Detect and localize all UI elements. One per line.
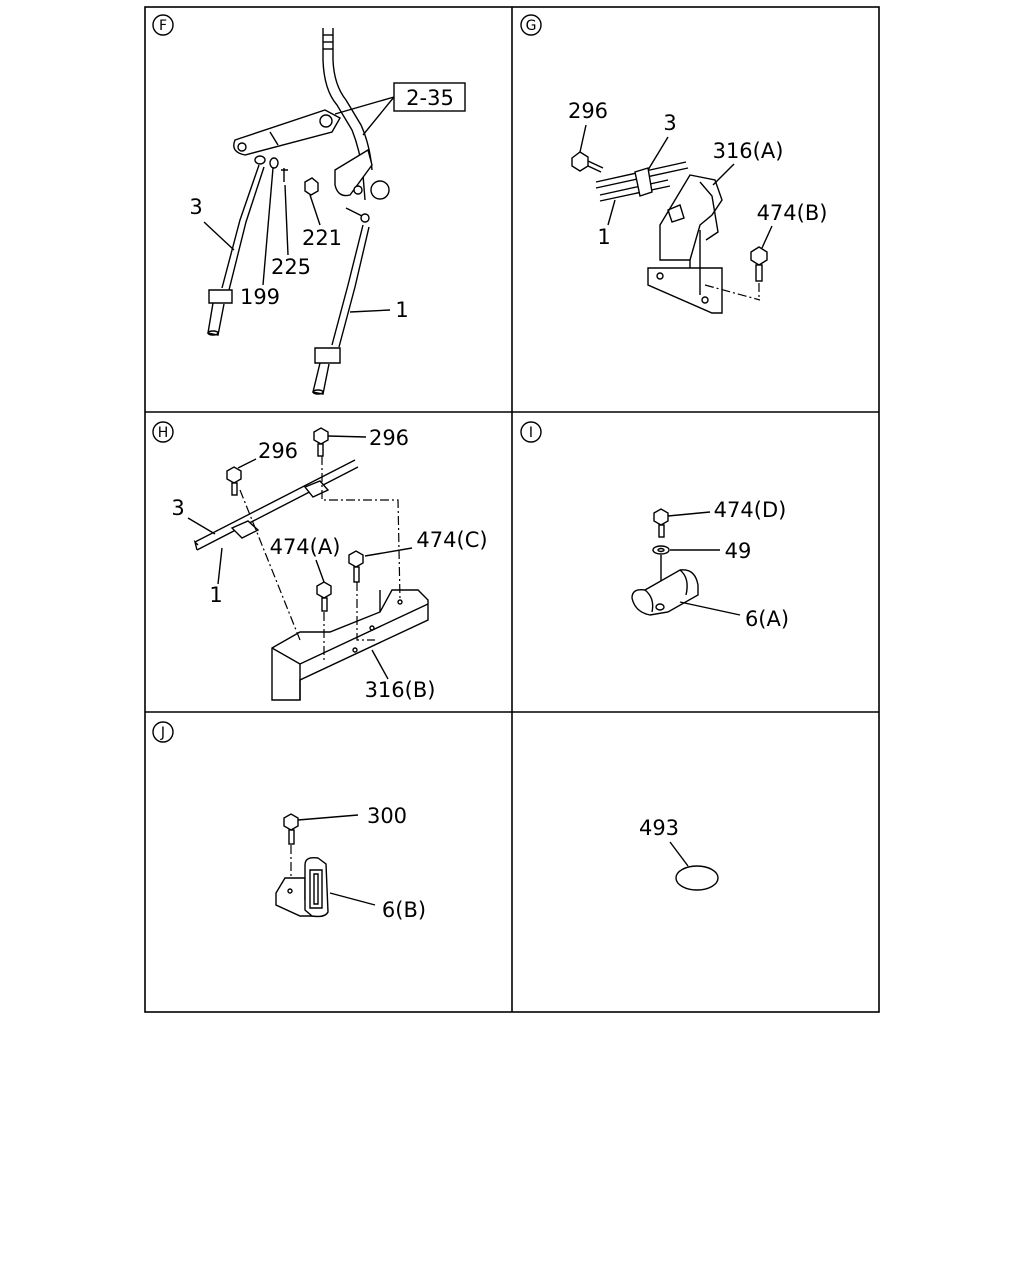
cable-support-drawing [193, 427, 429, 701]
callout-316-a: 316(A) [713, 139, 784, 163]
callout-1: 1 [597, 225, 610, 249]
callout-300: 300 [367, 804, 407, 828]
callout-296: 296 [568, 99, 608, 123]
panel-f: F [152, 14, 466, 395]
panel-f-letter: F [159, 18, 167, 34]
callout-49: 49 [725, 539, 752, 563]
callout-474-a: 474(A) [270, 535, 341, 559]
callout-296-left: 296 [258, 439, 298, 463]
callout-3: 3 [663, 111, 676, 135]
callout-2-35: 2-35 [406, 86, 454, 110]
callout-474-d: 474(D) [714, 498, 787, 522]
panel-i: I 474(D) 49 6(A) [520, 421, 789, 631]
callout-3: 3 [171, 496, 184, 520]
panel-j: J 300 6(B) [152, 721, 426, 922]
shift-lever-drawing [207, 28, 390, 395]
clip-drawing [631, 508, 699, 616]
callout-1: 1 [395, 298, 408, 322]
callout-1: 1 [209, 583, 222, 607]
panel-h-letter: H [158, 425, 169, 441]
panel-i-letter: I [529, 425, 533, 441]
callout-6-a: 6(A) [745, 607, 789, 631]
panel-h: H [152, 421, 488, 702]
panel-g: G 296 3 31 [520, 14, 828, 314]
callout-493: 493 [639, 816, 679, 840]
callout-296-right: 296 [369, 426, 409, 450]
callout-221: 221 [302, 226, 342, 250]
callout-316-b: 316(B) [365, 678, 436, 702]
grommet-shape [675, 865, 719, 891]
callout-6-b: 6(B) [382, 898, 426, 922]
callout-474-c: 474(C) [416, 528, 487, 552]
panel-f-letter-circle [152, 14, 174, 36]
panel-g-letter-circle [520, 14, 542, 36]
callout-474-b: 474(B) [757, 201, 828, 225]
grid-frame [144, 6, 880, 1013]
panel-493: 493 [639, 816, 719, 891]
clamp-drawing [275, 813, 329, 918]
callout-199: 199 [240, 285, 280, 309]
panel-h-letter-circle [152, 421, 174, 443]
panel-i-letter-circle [520, 421, 542, 443]
cable-bracket-drawing [571, 151, 768, 314]
panel-j-letter-circle [152, 721, 174, 743]
callout-3: 3 [189, 195, 202, 219]
panel-j-letter: J [160, 725, 165, 741]
callout-225: 225 [271, 255, 311, 279]
panel-g-letter: G [526, 18, 537, 34]
